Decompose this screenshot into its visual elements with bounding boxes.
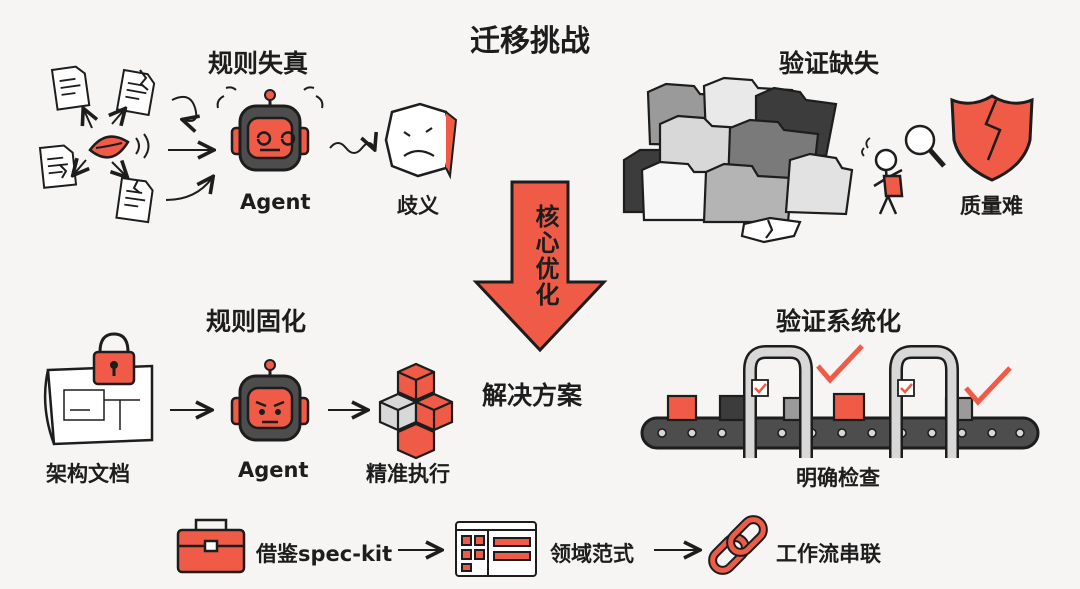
- workflow-chain-label: 工作流串联: [776, 542, 881, 566]
- spec-kit-label: 借鉴spec-kit: [256, 542, 393, 566]
- crumpled-paper-icon: [384, 102, 458, 180]
- core-optimization-label: 核心优化: [531, 204, 559, 308]
- rule-distortion-heading: 规则失真: [208, 49, 309, 78]
- folder-pile-icon: [622, 76, 854, 244]
- solution-label: 解决方案: [482, 381, 583, 410]
- chain-link-icon: [708, 515, 768, 575]
- agent-label-bottom: Agent: [238, 458, 309, 482]
- robot-agent-icon: [216, 86, 324, 172]
- layout-template-icon: [455, 521, 537, 577]
- quality-hard-label: 质量难: [960, 194, 1023, 218]
- locked-blueprint-icon: [43, 332, 154, 446]
- domain-paradigm-label: 领域范式: [550, 542, 634, 566]
- ambiguity-label: 歧义: [397, 194, 439, 218]
- toolbox-icon: [176, 518, 246, 574]
- conveyor-checkpoint-icon: [640, 344, 1040, 458]
- core-optimization-arrow: [472, 180, 608, 353]
- magnifier-person-icon: [861, 124, 946, 215]
- architecture-doc-label: 架构文档: [46, 462, 130, 486]
- precise-execution-label: 精准执行: [366, 462, 450, 486]
- page-title: 迁移挑战: [470, 24, 590, 59]
- distortion-arrows: [74, 96, 212, 201]
- speaking-mouth-icon: [88, 133, 150, 159]
- stacked-cubes-icon: [378, 362, 454, 460]
- scattered-documents-icon: [39, 64, 157, 224]
- agent-label-top: Agent: [240, 190, 311, 214]
- verification-missing-heading: 验证缺失: [779, 49, 880, 78]
- broken-shield-icon: [950, 94, 1034, 182]
- explicit-check-label: 明确检查: [796, 466, 880, 490]
- verification-systematic-heading: 验证系统化: [776, 307, 902, 336]
- robot-agent-icon-focused: [230, 358, 310, 442]
- rule-solidification-heading: 规则固化: [206, 307, 307, 336]
